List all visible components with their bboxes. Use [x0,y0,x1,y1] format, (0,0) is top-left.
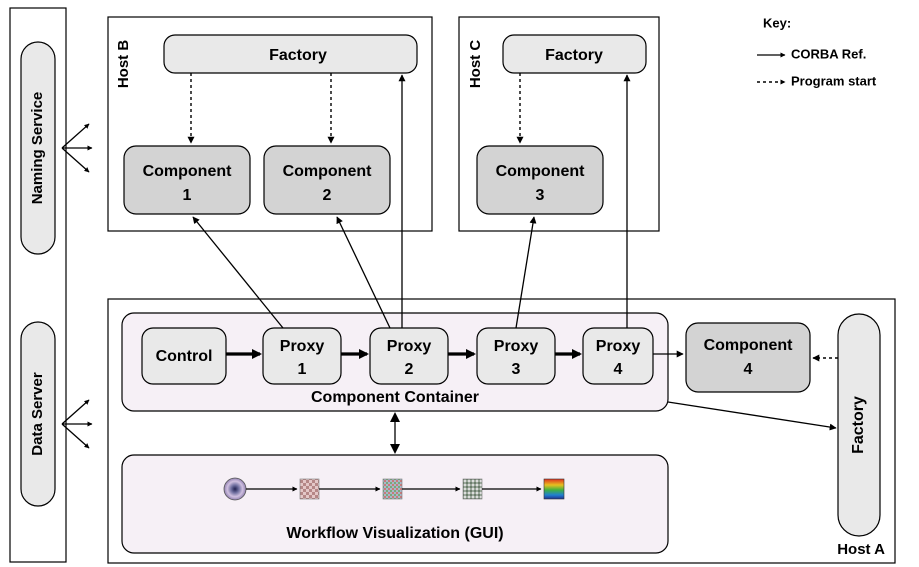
component-2-number: 2 [323,187,332,204]
component-3-title: Component [496,163,586,180]
host-b-factory-label: Factory [269,47,327,64]
corba-ref-arrow [336,216,391,329]
component-container-label: Component Container [311,389,479,406]
control-label: Control [156,348,213,365]
component-3-number: 3 [536,187,545,204]
host-a-label: Host A [837,541,885,558]
data-server-label: Data Server [29,372,46,456]
key-title: Key: [763,15,791,30]
component-2-title: Component [283,163,373,180]
component-4-title: Component [704,337,794,354]
naming-service-box[interactable] [20,41,56,255]
host-c-factory[interactable] [502,34,647,74]
control-box[interactable] [141,327,227,385]
proxy-1-title: Proxy [280,338,325,355]
host-a-factory-label: Factory [850,396,867,454]
naming-service-fanout [61,123,93,173]
component-1-title: Component [143,163,233,180]
host-c-factory-label: Factory [545,47,603,64]
corba-ref-arrow [667,401,837,431]
component-4-number: 4 [744,361,753,378]
proxy-2-number: 2 [405,361,414,378]
corba-ref-arrow [515,216,537,329]
corba-ref-arrow [192,216,284,329]
key-program-start-label: Program start [791,73,877,88]
component-3[interactable] [476,145,604,215]
workflow-visualization-gui[interactable] [121,454,669,554]
grid-thumbnail [299,478,320,500]
host-c-label: Host C [467,40,484,89]
proxy-4-title: Proxy [596,338,641,355]
naming-service-label: Naming Service [29,92,46,205]
proxy-4-number: 4 [614,361,623,378]
data-server-fanout [61,399,93,449]
proxy-4[interactable] [582,327,654,385]
colormap-thumbnail [543,478,565,500]
proxy-2-title: Proxy [387,338,432,355]
volume-thumbnail [223,477,247,501]
component-1[interactable] [123,145,251,215]
proxy-2[interactable] [369,327,449,385]
texture-thumbnail [462,478,483,500]
gui-label: Workflow Visualization (GUI) [286,525,503,542]
proxy-3-title: Proxy [494,338,539,355]
proxy-1-number: 1 [298,361,307,378]
proxy-1[interactable] [262,327,342,385]
component-1-number: 1 [183,187,192,204]
proxy-3-number: 3 [512,361,521,378]
component-4[interactable] [685,322,811,393]
key-corba-label: CORBA Ref. [791,46,866,61]
component-2[interactable] [263,145,391,215]
host-a-factory[interactable] [837,313,881,537]
filtered-thumbnail [382,478,403,500]
host-b-label: Host B [115,40,132,89]
data-server-box[interactable] [20,321,56,507]
host-b-factory[interactable] [163,34,418,74]
